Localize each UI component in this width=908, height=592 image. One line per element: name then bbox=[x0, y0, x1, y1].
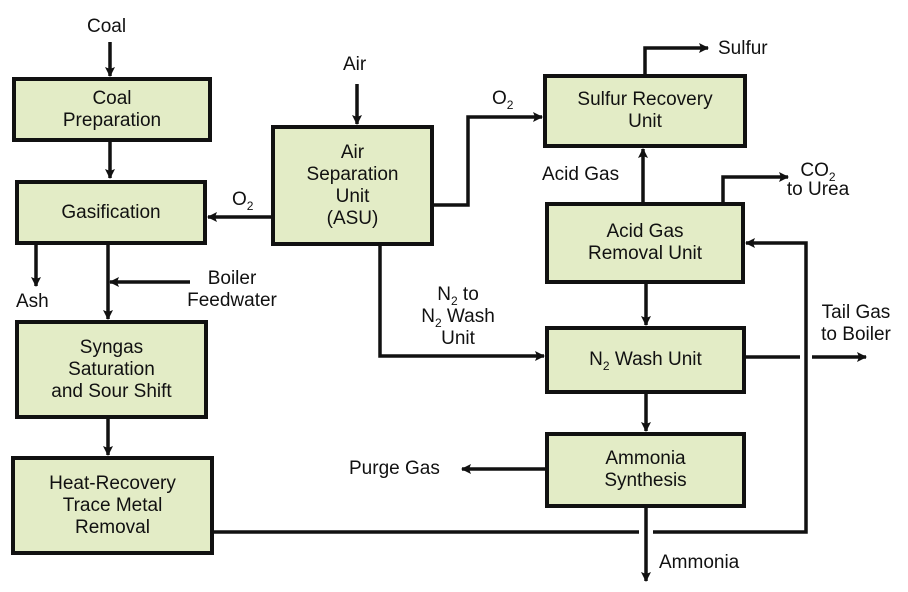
unit-label: Gasification bbox=[61, 201, 161, 223]
arrow-sulfur-out bbox=[643, 43, 709, 75]
arrow-syngas-to-agr bbox=[653, 238, 808, 534]
arrow-n2-to-wash bbox=[378, 245, 545, 361]
label-air: Air bbox=[343, 54, 367, 75]
label-sulfur: Sulfur bbox=[718, 38, 768, 59]
label-coal: Coal bbox=[87, 16, 127, 37]
label-n2-to-wash: N2 to N2 Wash Unit bbox=[421, 284, 495, 349]
arrow-co2-out bbox=[721, 172, 789, 203]
label-co2-to-urea: CO2 to Urea bbox=[786, 160, 850, 200]
unit-label: N2 Wash Unit bbox=[589, 349, 702, 373]
arrow-o2-to-sru bbox=[433, 112, 543, 207]
label-purge-gas: Purge Gas bbox=[349, 458, 440, 479]
label-o2-gasifier: O2 bbox=[232, 189, 254, 213]
label-ammonia: Ammonia bbox=[659, 552, 740, 573]
label-o2-sru: O2 bbox=[492, 88, 514, 112]
unit-n2-wash: N2 Wash Unit bbox=[545, 326, 746, 394]
label-ash: Ash bbox=[16, 291, 49, 312]
unit-gasification: Gasification bbox=[15, 180, 207, 245]
label-acid-gas: Acid Gas bbox=[542, 164, 620, 185]
